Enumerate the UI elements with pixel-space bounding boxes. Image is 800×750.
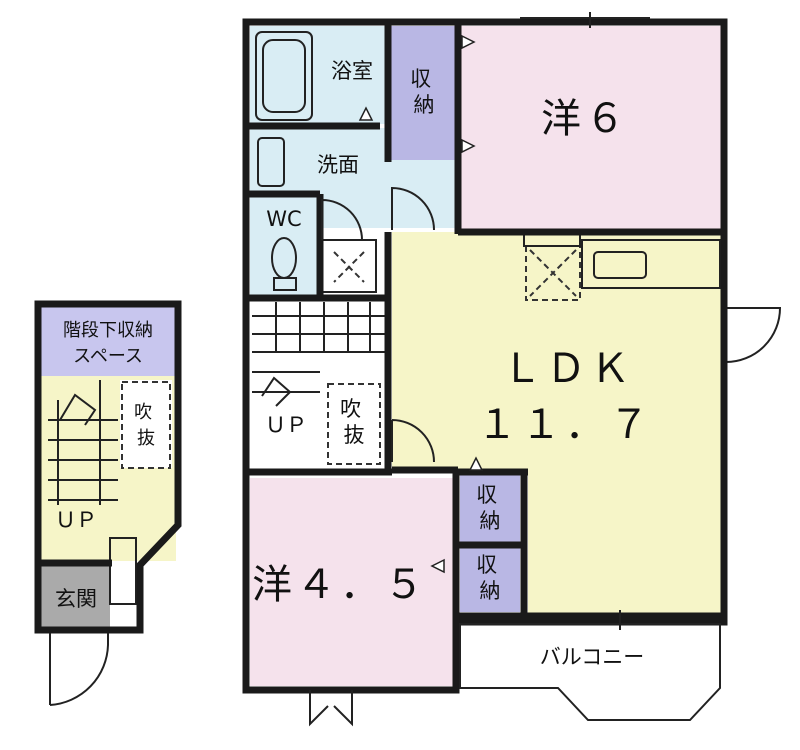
ldk-size-label: １１．７ <box>477 402 653 448</box>
bathtub <box>255 31 313 121</box>
western45-area <box>250 478 456 686</box>
western6-area <box>460 26 722 232</box>
storage-low-char2: 納 <box>480 579 501 603</box>
washbasin <box>257 137 285 187</box>
stair-storage-label-2: スペース <box>73 346 143 367</box>
storage-top-char2: 納 <box>414 93 435 117</box>
ground-void-area <box>120 380 172 468</box>
fridge-space <box>525 245 581 301</box>
kitchen-counter <box>581 239 721 289</box>
ground-void-outline <box>121 381 171 469</box>
western6-label: 洋６ <box>541 96 629 142</box>
ldk-area <box>392 232 722 616</box>
storage-low-char1: 収 <box>476 553 497 577</box>
ground-void-label: 吹 抜 <box>134 402 158 449</box>
stair-door <box>391 419 435 463</box>
wc-door <box>321 198 363 241</box>
entrance-door <box>49 633 109 706</box>
upper-floor-walls <box>242 18 728 694</box>
western45-label: 洋４．５ <box>252 562 428 608</box>
entrance-area <box>40 565 110 627</box>
kitchen-sink <box>593 251 647 279</box>
storage-mid-char2: 納 <box>480 509 501 533</box>
balcony-label: バルコニー <box>540 645 645 669</box>
storage-top-label: 収 納 <box>410 67 438 117</box>
ground-floor: 階段下収納 スペース 吹 抜 ＵＰ 玄関 <box>34 300 182 706</box>
door-markers <box>358 34 484 574</box>
bath-area <box>250 26 388 124</box>
washroom-door <box>391 186 435 231</box>
entrance-label: 玄関 <box>55 587 97 611</box>
wc-label: WC <box>266 207 301 231</box>
western45-window <box>309 690 353 727</box>
storage-top-char1: 収 <box>410 67 431 91</box>
bath-label: 浴室 <box>331 59 373 83</box>
main-void-outline <box>327 383 381 465</box>
main-void-char1: 吹 <box>340 397 361 421</box>
washroom-label: 洗面 <box>317 153 359 177</box>
ground-up-label: ＵＰ <box>55 508 97 532</box>
storage-low-area <box>460 546 520 612</box>
main-up-label: ＵＰ <box>265 413 307 437</box>
balcony-door <box>725 307 782 364</box>
ground-stairs <box>48 380 118 505</box>
storage-mid-char1: 収 <box>476 483 497 507</box>
ground-floor-walls <box>34 300 182 634</box>
storage-top-area <box>390 26 458 160</box>
stair-storage-area <box>40 306 176 376</box>
upper-floor: 浴室 収 納 洗面 WC 洋６ ＬＤＫ １１．７ 洋４．５ 収 納 収 納 バル… <box>242 12 782 727</box>
main-void-label: 吹 抜 <box>340 397 368 447</box>
stair-storage-label-1: 階段下収納 <box>63 320 153 341</box>
ldk-name-label: ＬＤＫ <box>502 346 634 392</box>
shoe-cabinet <box>109 537 137 605</box>
upper-stairs <box>252 302 390 466</box>
ground-void-char1: 吹 <box>134 402 152 423</box>
wc-area <box>250 196 320 296</box>
storage-mid-area <box>460 474 520 544</box>
ground-void-char2: 抜 <box>137 428 155 449</box>
storage-low-label: 収 納 <box>476 553 504 603</box>
storage-mid-label: 収 納 <box>476 483 504 533</box>
balcony-outline <box>459 623 721 721</box>
main-void-char2: 抜 <box>344 423 365 447</box>
